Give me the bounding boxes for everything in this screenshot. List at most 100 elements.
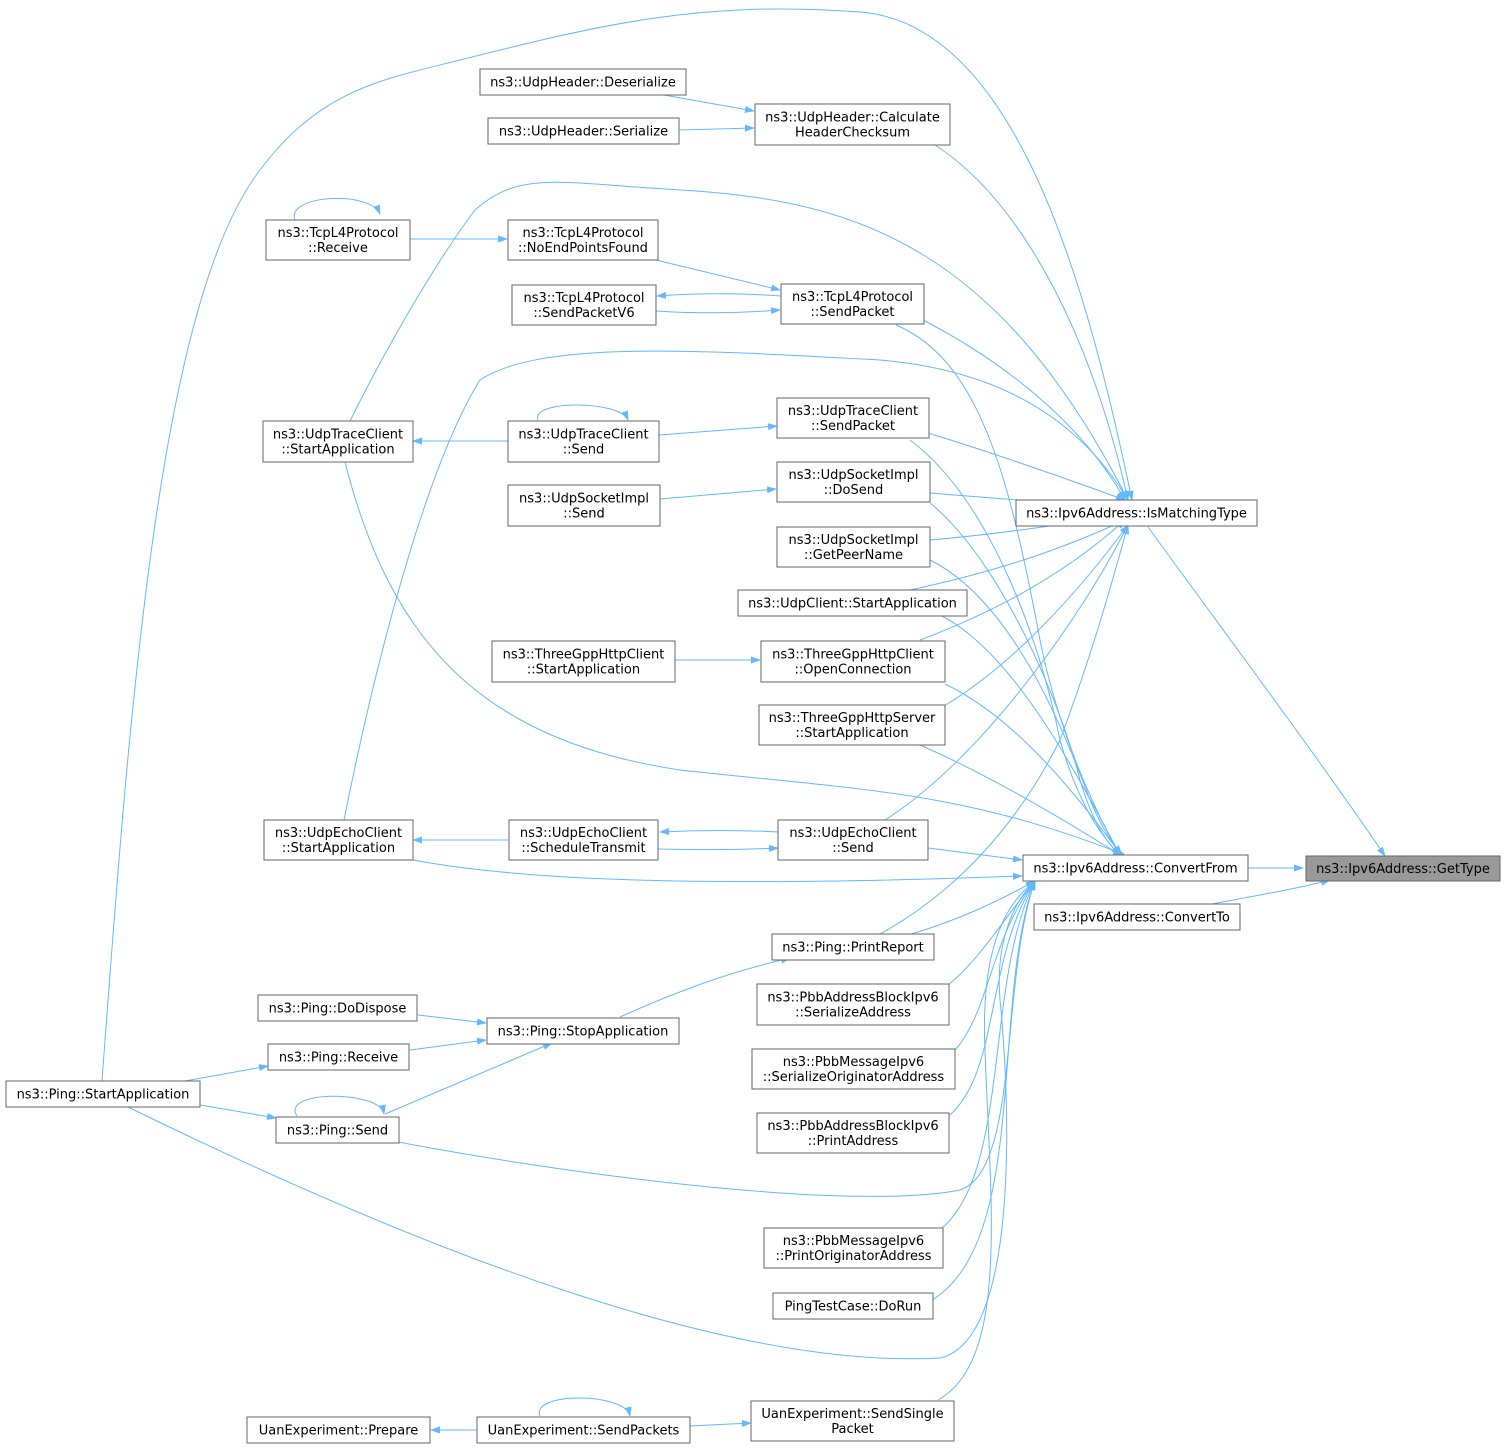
node-label: ns3::UdpTraceClient [518, 428, 648, 443]
node-label: ns3::UdpHeader::Calculate [765, 111, 940, 126]
edge-udpClient-to-convertFrom [939, 614, 1121, 856]
node-ping-send[interactable]: ns3::Ping::Send [275, 1116, 400, 1144]
edge-uanSingle-to-convertFrom [937, 880, 1036, 1401]
node-label: ::NoEndPointsFound [518, 241, 648, 256]
node-label: ns3::Ipv6Address::ConvertTo [1044, 911, 1230, 926]
node-ping-stop[interactable]: ns3::Ping::StopApplication [486, 1017, 680, 1045]
node-pbb-msg-serialize[interactable]: ns3::PbbMessageIpv6::SerializeOriginator… [751, 1048, 956, 1090]
node-label: ns3::UdpTraceClient [788, 404, 918, 419]
node-label: ns3::Ping::DoDispose [269, 1002, 407, 1017]
node-http-server-start[interactable]: ns3::ThreeGppHttpServer::StartApplicatio… [758, 704, 946, 746]
node-ping-test-run[interactable]: PingTestCase::DoRun [772, 1292, 934, 1320]
edge-httpOpen-to-isMatching [919, 519, 1126, 641]
node-uan-send-packets[interactable]: UanExperiment::SendPackets [476, 1416, 691, 1444]
node-tcp-receive[interactable]: ns3::TcpL4Protocol::Receive [265, 219, 411, 261]
node-pbb-blk-serialize[interactable]: ns3::PbbAddressBlockIpv6::SerializeAddre… [756, 983, 950, 1026]
node-label: UanExperiment::SendSingle [761, 1407, 943, 1422]
edge-noEndPoints-to-sendPacket [655, 259, 781, 292]
node-label: ::PrintOriginatorAddress [775, 1249, 931, 1264]
node-label: ns3::PbbAddressBlockIpv6 [767, 991, 938, 1006]
node-label: ns3::PbbAddressBlockIpv6 [767, 1119, 938, 1134]
node-box [265, 219, 411, 261]
node-box [479, 68, 687, 96]
node-label: ns3::Ping::StartApplication [17, 1088, 190, 1103]
node-box [1022, 854, 1249, 882]
edge-uanSendPackets-to-uanSingle [689, 1419, 752, 1427]
node-udp-sock-peer[interactable]: ns3::UdpSocketImpl::GetPeerName [776, 526, 931, 568]
node-http-client-open[interactable]: ns3::ThreeGppHttpClient::OpenConnection [760, 640, 946, 683]
node-is-matching-type[interactable]: ns3::Ipv6Address::IsMatchingType [1015, 499, 1258, 527]
node-ping-start[interactable]: ns3::Ping::StartApplication [5, 1080, 201, 1108]
node-get-type[interactable]: ns3::Ipv6Address::GetType [1305, 855, 1501, 882]
edge-pbbMsgPrint-to-convertFrom [941, 880, 1036, 1229]
edge-pingTest-to-convertFrom [931, 880, 1036, 1301]
edge-tcpReceive-self [293, 197, 381, 221]
node-label: ns3::TcpL4Protocol [523, 291, 644, 306]
edge-sendPacket-to-convertFrom [895, 324, 1121, 856]
node-udp-client-start[interactable]: ns3::UdpClient::StartApplication [737, 589, 968, 617]
node-udp-sock-send[interactable]: ns3::UdpSocketImpl::Send [507, 484, 661, 527]
node-label: ns3::Ipv6Address::GetType [1316, 862, 1490, 877]
node-ping-print[interactable]: ns3::Ping::PrintReport [771, 933, 935, 961]
node-label: ns3::ThreeGppHttpClient [503, 648, 665, 663]
edge-pingPrint-to-convertFrom [907, 880, 1036, 936]
node-box [763, 1227, 944, 1269]
edge-checksum-to-isMatching [934, 144, 1130, 501]
node-echo-send[interactable]: ns3::UdpEchoClient::Send [777, 819, 929, 861]
node-label: ns3::ThreeGppHttpClient [772, 648, 934, 663]
edge-uanSendPackets-self [538, 1397, 632, 1417]
edge-pingSend-to-convertFrom [397, 880, 1036, 1197]
node-label: ::SendPacket [810, 305, 894, 320]
edge-traceStart-to-isMatching-top [347, 181, 1129, 501]
node-convert-from[interactable]: ns3::Ipv6Address::ConvertFrom [1022, 854, 1249, 882]
node-box [262, 420, 414, 463]
node-udp-trace-send[interactable]: ns3::UdpTraceClient::Send [507, 420, 660, 463]
node-udp-sock-do-send[interactable]: ns3::UdpSocketImpl::DoSend [776, 461, 931, 503]
node-uan-prepare[interactable]: UanExperiment::Prepare [246, 1416, 431, 1444]
edge-pingStop-to-pingPrint [619, 956, 791, 1018]
edge-pingStart-to-pingReceive [184, 1064, 269, 1082]
node-label: ns3::UdpEchoClient [520, 826, 647, 841]
node-ping-receive[interactable]: ns3::Ping::Receive [267, 1043, 410, 1071]
edge-isMatching-to-getType [1147, 526, 1386, 857]
node-label: ::Send [563, 507, 605, 522]
node-box [486, 1017, 680, 1045]
node-box [1305, 855, 1501, 882]
node-box [776, 461, 931, 503]
node-tcp-send-packet[interactable]: ns3::TcpL4Protocol::SendPacket [780, 283, 925, 325]
node-tcp-send-packet-v6[interactable]: ns3::TcpL4Protocol::SendPacketV6 [511, 284, 657, 326]
node-box [507, 420, 660, 463]
node-udp-hdr-serialize[interactable]: ns3::UdpHeader::Serialize [487, 117, 680, 145]
node-label: ns3::UdpEchoClient [789, 826, 916, 841]
node-echo-start[interactable]: ns3::UdpEchoClient::StartApplication [263, 819, 414, 861]
node-tcp-no-end-points[interactable]: ns3::TcpL4Protocol::NoEndPointsFound [507, 219, 659, 261]
node-label: ::SendPacket [811, 419, 895, 434]
node-box [756, 1112, 950, 1154]
node-echo-schedule[interactable]: ns3::UdpEchoClient::ScheduleTransmit [508, 819, 659, 861]
node-label: ::StartApplication [281, 443, 394, 458]
node-pbb-msg-print[interactable]: ns3::PbbMessageIpv6::PrintOriginatorAddr… [763, 1227, 944, 1269]
node-label: ::Send [832, 841, 874, 856]
edge-pingStart-to-pingSend [199, 1104, 277, 1120]
node-box [758, 704, 946, 746]
node-http-client-start[interactable]: ns3::ThreeGppHttpClient::StartApplicatio… [491, 640, 676, 683]
node-udp-trace-start[interactable]: ns3::UdpTraceClient::StartApplication [262, 420, 414, 463]
node-label: ::StartApplication [527, 663, 640, 678]
node-convert-to[interactable]: ns3::Ipv6Address::ConvertTo [1033, 903, 1241, 931]
node-box [508, 819, 659, 861]
node-label: ns3::UdpTraceClient [273, 428, 403, 443]
node-pbb-blk-print[interactable]: ns3::PbbAddressBlockIpv6::PrintAddress [756, 1112, 950, 1154]
node-box [263, 819, 414, 861]
edge-traceStart-to-convertFrom [344, 461, 1126, 856]
node-udp-hdr-deserialize[interactable]: ns3::UdpHeader::Deserialize [479, 68, 687, 96]
node-label: UanExperiment::Prepare [259, 1424, 419, 1439]
node-box [776, 397, 930, 439]
node-ping-dispose[interactable]: ns3::Ping::DoDispose [257, 994, 418, 1022]
node-box [487, 117, 680, 145]
node-label: ns3::PbbMessageIpv6 [783, 1234, 924, 1249]
node-udp-trace-send-packet[interactable]: ns3::UdpTraceClient::SendPacket [776, 397, 930, 439]
node-box [267, 1043, 410, 1071]
node-label: ::ScheduleTransmit [521, 841, 645, 856]
